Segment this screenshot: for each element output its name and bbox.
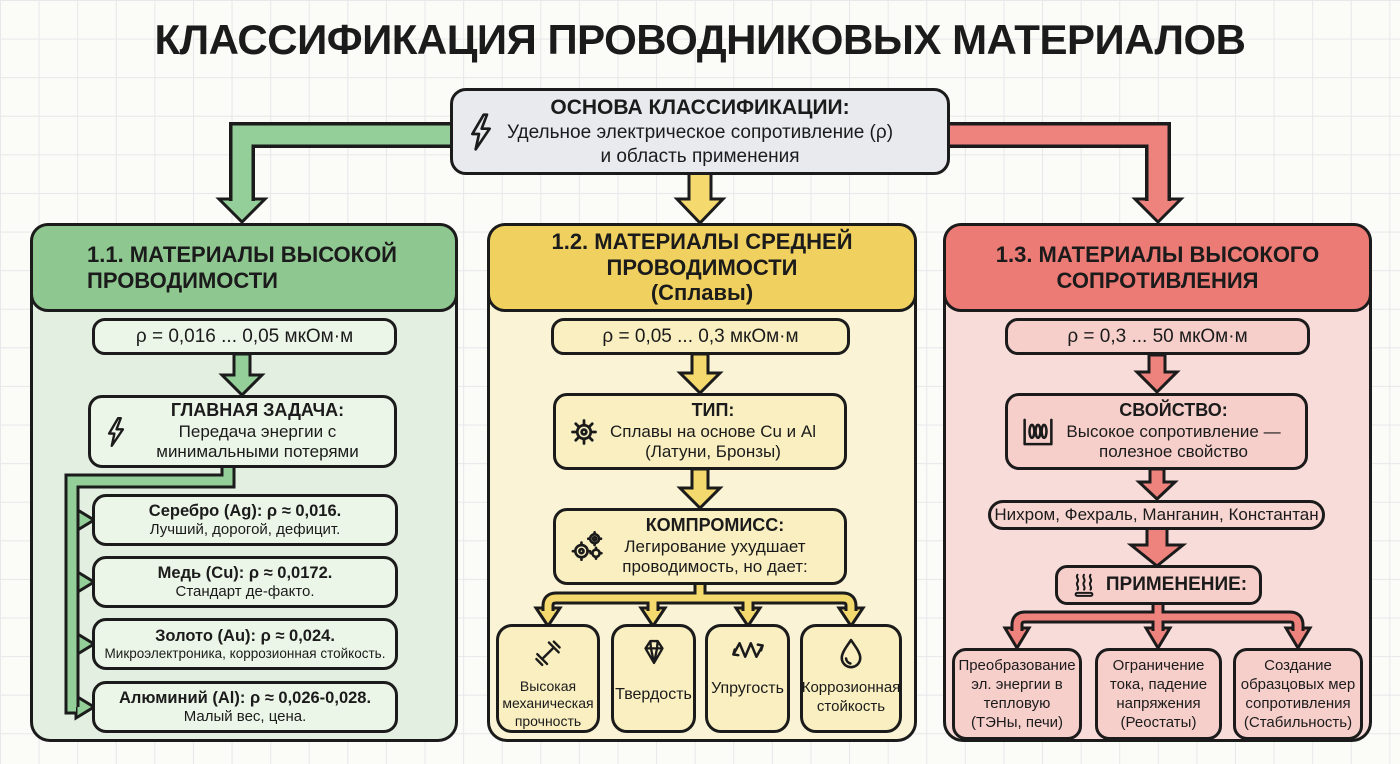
material-desc: Малый вес, цена. [183, 707, 307, 725]
heating-element-icon [1023, 418, 1053, 445]
benefit-label: Коррозионная стойкость [801, 679, 901, 715]
task-line: Передача энергии с [178, 421, 337, 441]
benefit-box-hardness: Твердость [611, 624, 696, 733]
tradeoff-box: КОМПРОМИСС: Легирование ухудшает проводи… [553, 508, 847, 585]
type-line: (Латуни, Бронзы) [645, 442, 781, 462]
red-header: 1.3. МАТЕРИАЛЫ ВЫСОКОГО СОПРОТИВЛЕНИЯ [943, 223, 1372, 312]
green-rho-box: ρ = 0,016 ... 0,05 мкОм·м [92, 318, 397, 355]
root-heading: ОСНОВА КЛАССИФИКАЦИИ: [550, 95, 850, 119]
material-name: Алюминий (Al): ρ ≈ 0,026-0,028. [118, 688, 372, 707]
heat-steam-icon [1074, 573, 1094, 597]
material-box-aluminium: Алюминий (Al): ρ ≈ 0,026-0,028. Малый ве… [92, 681, 398, 733]
benefit-label: Упругость [711, 680, 784, 697]
lightning-icon [107, 416, 125, 447]
type-line: Сплавы на основе Cu и Al [609, 421, 816, 441]
type-box: ТИП: Сплавы на основе Cu и Al (Латуни, Б… [553, 393, 847, 470]
alloys-box: Нихром, Фехраль, Манганин, Константан [988, 500, 1325, 530]
material-desc: Стандарт де-факто. [175, 582, 315, 600]
application-box: ПРИМЕНЕНИЕ: [1055, 565, 1262, 605]
tradeoff-heading: КОМПРОМИСС: [645, 514, 785, 535]
application-item-rheostats: Ограничение тока, падение напряжения (Ре… [1095, 648, 1222, 740]
arrow-head-red [1131, 197, 1185, 225]
page-title: КЛАССИФИКАЦИЯ ПРОВОДНИКОВЫХ МАТЕРИАЛОВ [154, 16, 1246, 63]
benefit-box-strength: Высокая механическая прочность [496, 624, 600, 733]
root-line: и область применения [600, 145, 800, 167]
material-name: Серебро (Ag): ρ ≈ 0,016. [148, 501, 342, 520]
arrow-down-yellow [673, 171, 727, 226]
root-line: Удельное электрическое сопротивление (ρ) [506, 121, 894, 143]
arrow-head-green [215, 197, 269, 225]
classification-basis-box: ОСНОВА КЛАССИФИКАЦИИ: Удельное электриче… [450, 88, 950, 175]
property-line: полезное свойство [1099, 442, 1248, 462]
benefit-label: Твердость [615, 686, 692, 703]
material-desc: Лучший, дорогой, дефицит. [149, 520, 341, 538]
yellow-header-title: 1.2. МАТЕРИАЛЫ СРЕДНЕЙ ПРОВОДИМОСТИ [551, 228, 853, 280]
material-box-silver: Серебро (Ag): ρ ≈ 0,016. Лучший, дорогой… [92, 494, 398, 546]
property-box: СВОЙСТВО: Высокое сопротивление — полезн… [1005, 393, 1308, 470]
type-heading: ТИП: [691, 399, 735, 420]
material-name: Золото (Au): ρ ≈ 0,024. [155, 626, 335, 645]
task-line: минимальными потерями [156, 442, 359, 462]
tradeoff-line: проводимость, но дает: [622, 557, 808, 577]
spring-icon [731, 642, 764, 658]
yellow-header: 1.2. МАТЕРИАЛЫ СРЕДНЕЙ ПРОВОДИМОСТИ (Спл… [487, 223, 917, 312]
application-item-standards: Создание образцовых мер сопротивления (С… [1233, 648, 1363, 740]
droplet-icon [840, 638, 862, 669]
benefit-label: Высокая механическая прочность [502, 677, 594, 729]
task-heading: ГЛАВНАЯ ЗАДАЧА: [170, 399, 345, 420]
benefit-box-elasticity: Упругость [705, 624, 790, 733]
material-desc: Микроэлектроника, коррозионная стойкость… [104, 645, 386, 661]
green-header: 1.1. МАТЕРИАЛЫ ВЫСОКОЙ ПРОВОДИМОСТИ [30, 223, 458, 312]
application-heading: ПРИМЕНЕНИЕ: [1105, 574, 1248, 596]
gear-icon [571, 418, 597, 445]
property-line: Высокое сопротивление — [1066, 421, 1281, 441]
gears-icon [571, 530, 603, 561]
material-box-copper: Медь (Cu): ρ ≈ 0,0172. Стандарт де-факто… [92, 556, 398, 608]
property-heading: СВОЙСТВО: [1119, 399, 1228, 420]
material-name: Медь (Cu): ρ ≈ 0,0172. [157, 563, 333, 582]
application-item-heating: Преобразование эл. энергии в тепловую (Т… [952, 648, 1082, 740]
red-rho-box: ρ = 0,3 ... 50 мкОм·м [1005, 318, 1310, 355]
diamond-icon [643, 639, 664, 665]
lightning-icon [471, 112, 491, 151]
yellow-rho-box: ρ = 0,05 ... 0,3 мкОм·м [551, 318, 850, 355]
main-task-box: ГЛАВНАЯ ЗАДАЧА: Передача энергии с миним… [88, 395, 397, 468]
tradeoff-line: Легирование ухудшает [624, 536, 806, 556]
yellow-header-subtitle: (Сплавы) [650, 280, 754, 306]
benefit-box-corrosion: Коррозионная стойкость [800, 624, 902, 733]
strength-icon [535, 640, 561, 667]
material-box-gold: Золото (Au): ρ ≈ 0,024. Микроэлектроника… [92, 618, 398, 670]
